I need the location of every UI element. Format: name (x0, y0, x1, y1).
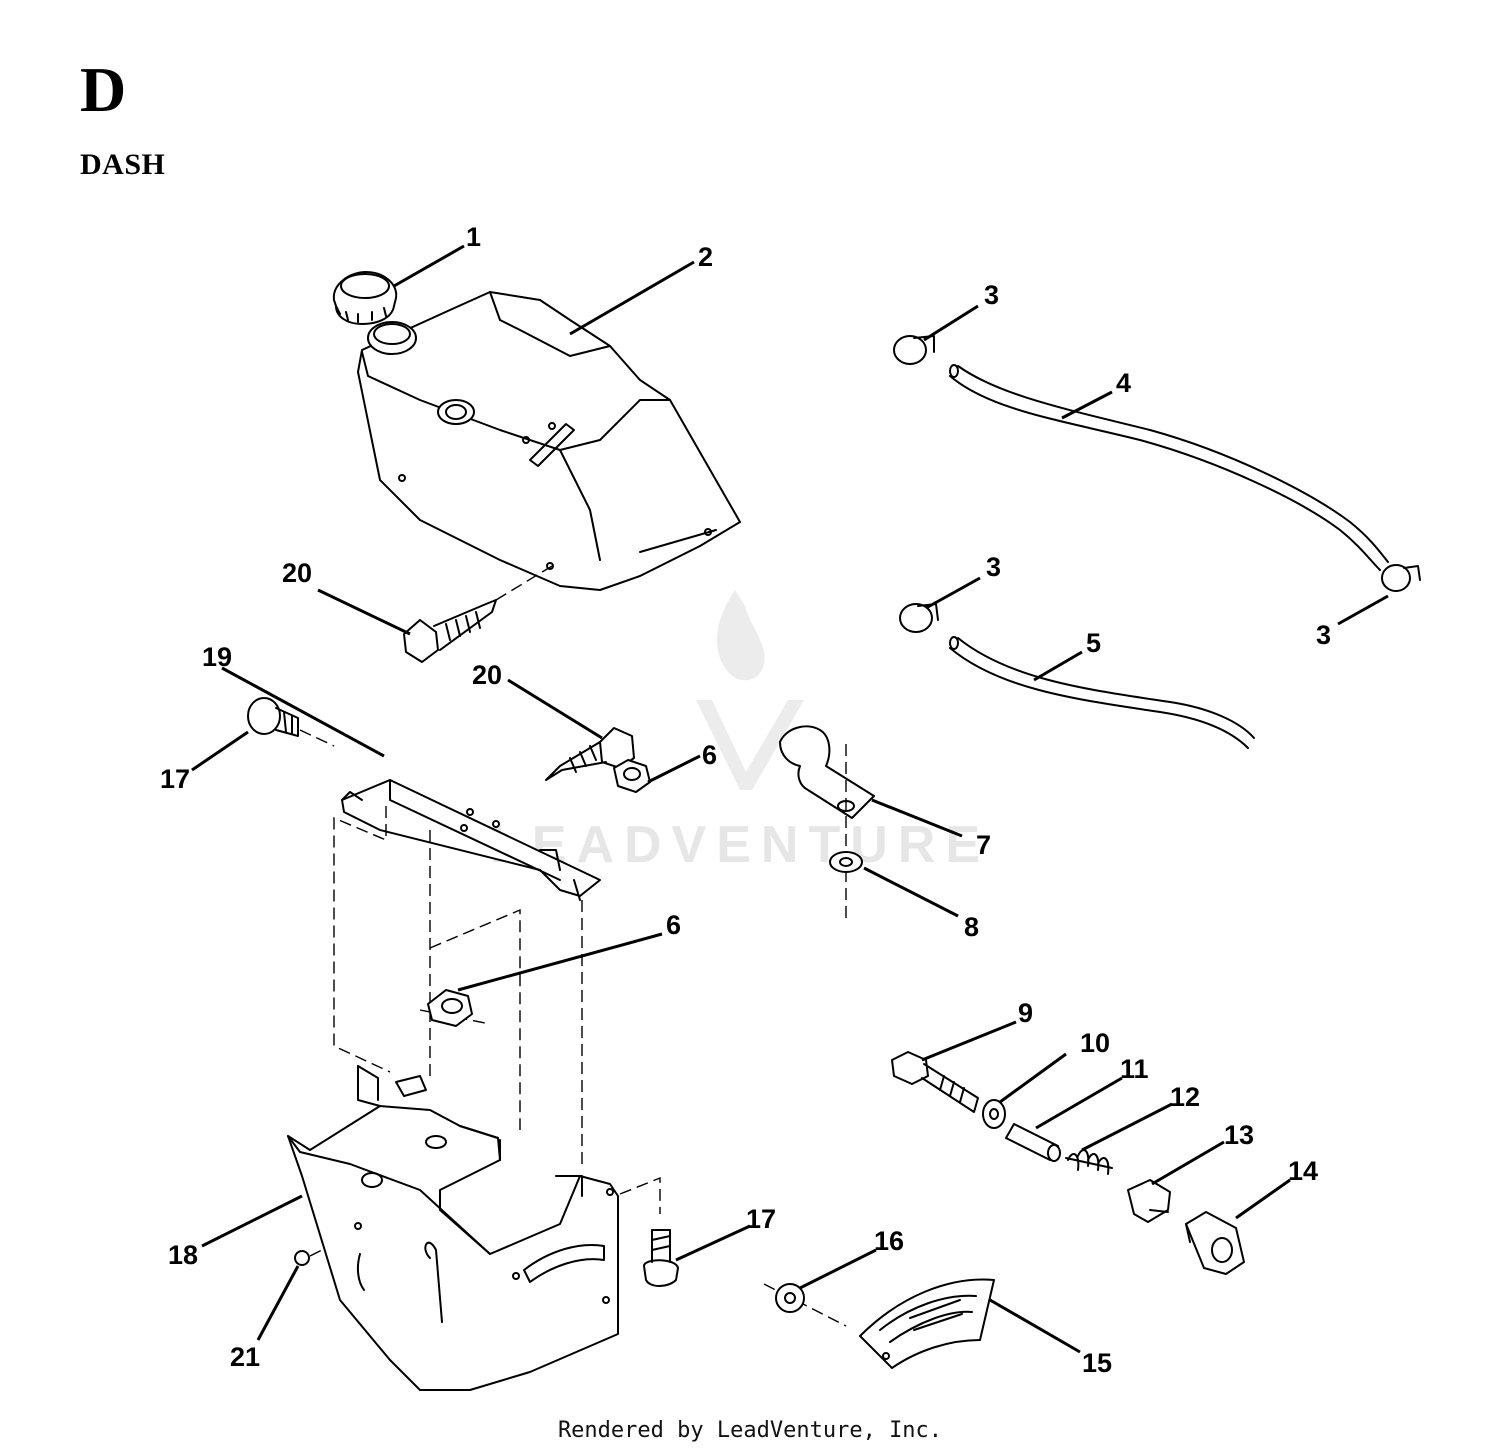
part-spring-12 (1065, 1149, 1113, 1175)
callout-20-upper: 20 (282, 558, 312, 588)
part-throttle-plate (859, 1278, 995, 1369)
callout-16: 16 (874, 1226, 904, 1256)
callout-12: 12 (1170, 1082, 1200, 1112)
callout-17-upper: 17 (160, 764, 190, 794)
callout-17-lower: 17 (746, 1204, 776, 1234)
assembly-guide-lines (309, 806, 847, 1327)
callout-4: 4 (1116, 368, 1131, 398)
part-hose-clamp-top (893, 335, 935, 365)
part-hose-clamp-middle (899, 603, 939, 633)
part-screw-20-lower (545, 727, 635, 781)
callout-6-lower: 6 (666, 910, 681, 940)
callout-3-middle: 3 (986, 552, 1001, 582)
part-fuel-tank (357, 291, 741, 591)
part-plug-21 (294, 1250, 310, 1266)
callout-8: 8 (964, 912, 979, 942)
callout-11: 11 (1120, 1054, 1149, 1084)
part-bolt-9 (891, 1051, 979, 1113)
section-letter: D (80, 54, 127, 125)
callout-13: 13 (1224, 1120, 1254, 1150)
callout-18: 18 (168, 1240, 198, 1270)
callout-19: 19 (202, 642, 232, 672)
callout-3-top: 3 (984, 280, 999, 310)
callout-2: 2 (698, 242, 713, 272)
part-fuel-cap (332, 271, 398, 325)
callout-20-lower: 20 (472, 660, 502, 690)
watermark-text: LEADVENTURE (490, 816, 990, 874)
callout-1: 1 (466, 222, 481, 252)
part-washer-10 (982, 1099, 1006, 1129)
callout-14: 14 (1288, 1156, 1318, 1186)
part-support-bracket (341, 779, 601, 901)
callouts: 1 2 3 4 3 3 5 20 19 20 17 6 7 8 6 9 10 1… (160, 222, 1331, 1378)
part-spacer-11 (1005, 1123, 1061, 1162)
callout-3-right: 3 (1316, 620, 1331, 650)
part-washer-8 (829, 851, 863, 873)
leader-lines (191, 244, 1389, 1354)
section-title: DASH (80, 148, 166, 181)
watermark: LEADVENTURE (490, 590, 990, 874)
part-nut-6-lower (427, 989, 473, 1027)
callout-5: 5 (1086, 628, 1101, 658)
part-knob-adapter-13 (1127, 1179, 1171, 1223)
flame-v-logo-icon (696, 590, 804, 790)
part-throttle-knob-14 (1185, 1211, 1245, 1275)
part-bolt-17-upper (247, 697, 335, 747)
part-dash-panel (287, 1065, 619, 1391)
part-hose-clamp-right (1381, 564, 1421, 592)
part-fuel-hose-4 (949, 364, 1389, 571)
callout-10: 10 (1080, 1028, 1110, 1058)
part-hose-clip (779, 725, 875, 920)
part-screw-20-upper (403, 565, 553, 663)
part-fuel-hose-5 (949, 636, 1255, 749)
footer-credit: Rendered by LeadVenture, Inc. (557, 1418, 943, 1443)
callout-9: 9 (1018, 998, 1033, 1028)
callout-6-upper: 6 (702, 740, 717, 770)
callout-7: 7 (976, 830, 991, 860)
callout-15: 15 (1082, 1348, 1112, 1378)
part-washer-16 (775, 1283, 805, 1313)
part-nut-6-upper (613, 759, 651, 793)
part-bolt-17-lower (643, 1229, 679, 1287)
callout-21: 21 (230, 1342, 260, 1372)
